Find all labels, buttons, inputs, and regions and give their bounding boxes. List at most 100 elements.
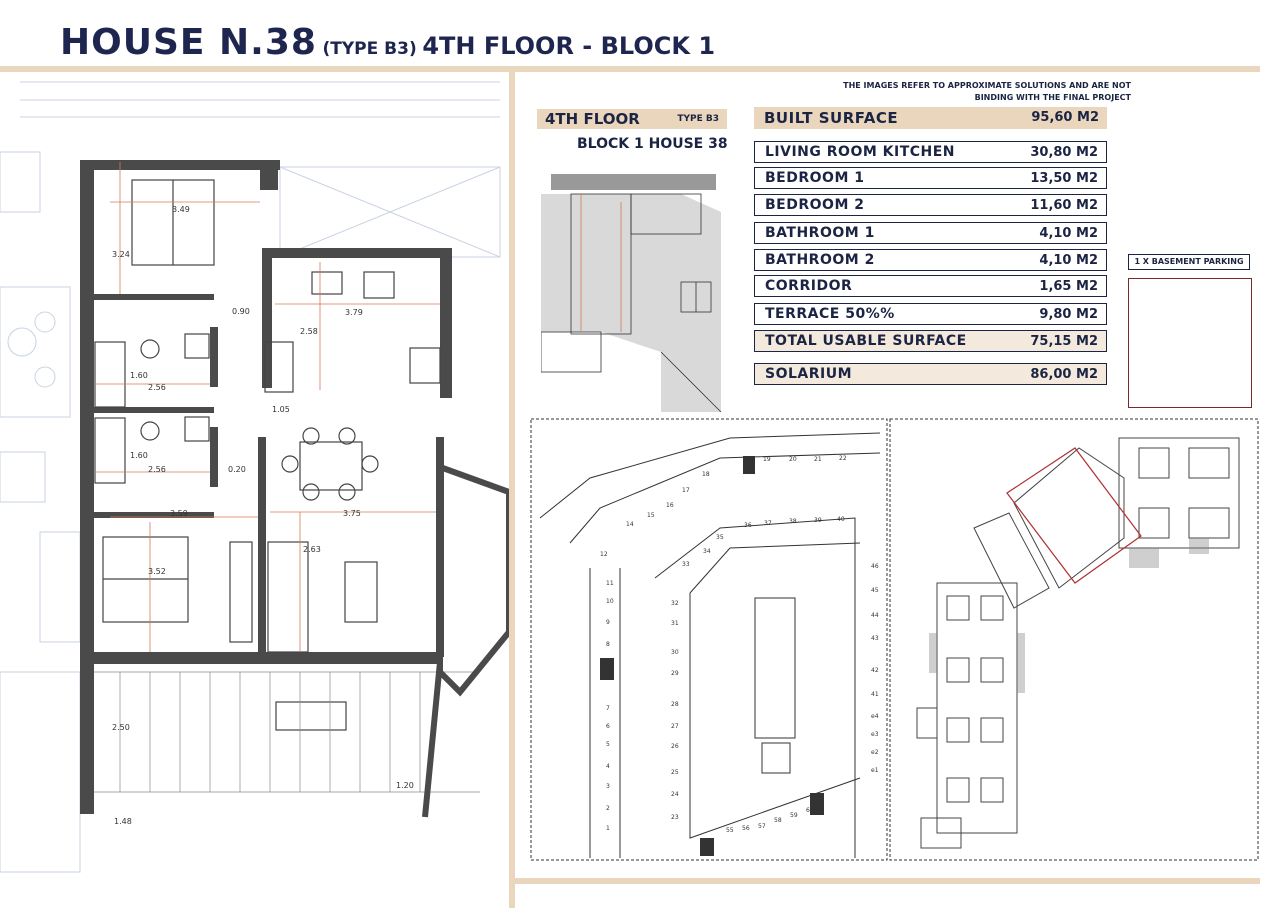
parking-24: 24 [671,791,679,798]
title-floor: 4TH FLOOR - BLOCK 1 [422,32,716,60]
parking-60: 60 [806,807,814,814]
parking-10: 10 [606,598,614,605]
dim-9: 1.60 [130,451,148,460]
room-row: LIVING ROOM KITCHEN 30,80 M2 [754,141,1107,163]
disclaimer: THE IMAGES REFER TO APPROXIMATE SOLUTION… [811,80,1131,104]
room-label: BATHROOM 2 [765,252,875,268]
parking-5: 5 [606,741,610,748]
parking-16: 16 [666,502,674,509]
room-value: 9,80 M2 [1039,307,1098,322]
parking-label: 1 X BASEMENT PARKING [1128,254,1250,270]
dim-11: 0.20 [228,465,246,474]
parking-e3: e3 [871,731,879,738]
solarium-label: SOLARIUM [765,366,853,382]
parking-31: 31 [671,620,679,627]
total-surface-row: TOTAL USABLE SURFACE 75,15 M2 [754,330,1107,352]
parking-59: 59 [790,812,798,819]
dim-6: 1.60 [130,371,148,380]
page-title: HOUSE N.38 (TYPE B3) 4TH FLOOR - BLOCK 1 [60,22,715,63]
parking-9: 9 [606,619,610,626]
parking-32: 32 [671,600,679,607]
parking-e4: e4 [871,713,879,720]
disclaimer-line-2: BINDING WITH THE FINAL PROJECT [974,93,1131,102]
highlighted-block [1006,447,1142,584]
room-label: CORRIDOR [765,278,853,294]
dim-8: 1.05 [272,405,290,414]
solarium-value: 86,00 M2 [1030,367,1098,382]
parking-39: 39 [814,517,822,524]
room-label: BEDROOM 1 [765,170,865,186]
title-type: (TYPE B3) [322,39,417,59]
parking-11: 11 [606,580,614,587]
parking-26: 26 [671,743,679,750]
parking-28: 28 [671,701,679,708]
parking-23: 23 [671,814,679,821]
site-plan [889,418,1259,861]
floor-name: 4TH FLOOR [545,110,640,128]
solarium-row: SOLARIUM 86,00 M2 [754,363,1107,385]
parking-18: 18 [702,471,710,478]
room-row: BATHROOM 2 4,10 M2 [754,249,1107,271]
built-surface-value: 95,60 M2 [1031,110,1099,125]
parking-38: 38 [789,518,797,525]
parking-2: 2 [606,805,610,812]
parking-56: 56 [742,825,750,832]
dim-3: 0.90 [232,307,250,316]
room-label: TERRACE 50%% [765,306,895,322]
parking-27: 27 [671,723,679,730]
room-row: BATHROOM 1 4,10 M2 [754,222,1107,244]
parking-14: 14 [626,521,634,528]
dim-10: 2.56 [148,465,166,474]
room-value: 4,10 M2 [1039,226,1098,241]
parking-19: 19 [763,456,771,463]
parking-29: 29 [671,670,679,677]
parking-46: 46 [871,563,879,570]
parking-4: 4 [606,763,610,770]
parking-6: 6 [606,723,610,730]
parking-15: 15 [647,512,655,519]
dim-2: 3.24 [112,250,130,259]
room-value: 30,80 M2 [1030,145,1098,160]
room-value: 13,50 M2 [1030,171,1098,186]
parking-1: 1 [606,825,610,832]
parking-34: 34 [703,548,711,555]
parking-8: 8 [606,641,610,648]
parking-55: 55 [726,827,734,834]
parking-44: 44 [871,612,879,619]
parking-41: 41 [871,691,879,698]
parking-25: 25 [671,769,679,776]
built-surface-row: BUILT SURFACE 95,60 M2 [754,107,1107,129]
dim-12: 3.59 [170,509,188,518]
parking-22: 22 [839,455,847,462]
floor-label: 4TH FLOOR TYPE B3 [537,109,727,129]
top-divider [0,66,1260,72]
total-surface-value: 75,15 M2 [1030,334,1098,349]
parking-36: 36 [744,522,752,529]
parking-21: 21 [814,456,822,463]
parking-12: 12 [600,551,608,558]
parking-40: 40 [837,516,845,523]
parking-37: 37 [764,520,772,527]
parking-3: 3 [606,783,610,790]
block-house-label: BLOCK 1 HOUSE 38 [577,136,728,152]
parking-58: 58 [774,817,782,824]
room-row: BEDROOM 1 13,50 M2 [754,167,1107,189]
parking-43: 43 [871,635,879,642]
parking-57: 57 [758,823,766,830]
room-label: BATHROOM 1 [765,225,875,241]
room-value: 4,10 M2 [1039,253,1098,268]
floor-type: TYPE B3 [677,114,719,124]
bottom-divider [515,878,1260,884]
dim-1: 3.49 [172,205,190,214]
floor-plan: 3.49 3.24 0.90 3.79 2.58 1.60 2.56 1.05 … [0,81,509,873]
built-surface-label: BUILT SURFACE [764,109,899,127]
room-row: BEDROOM 2 11,60 M2 [754,194,1107,216]
dim-4: 3.79 [345,308,363,317]
dim-5: 2.58 [300,327,318,336]
parking-17: 17 [682,487,690,494]
total-surface-label: TOTAL USABLE SURFACE [765,333,967,349]
parking-33: 33 [682,561,690,568]
basement-parking-plan: 19 20 21 22 14 15 16 17 18 36 37 38 39 4… [530,418,888,861]
dim-13: 3.75 [343,509,361,518]
room-row: CORRIDOR 1,65 M2 [754,275,1107,297]
